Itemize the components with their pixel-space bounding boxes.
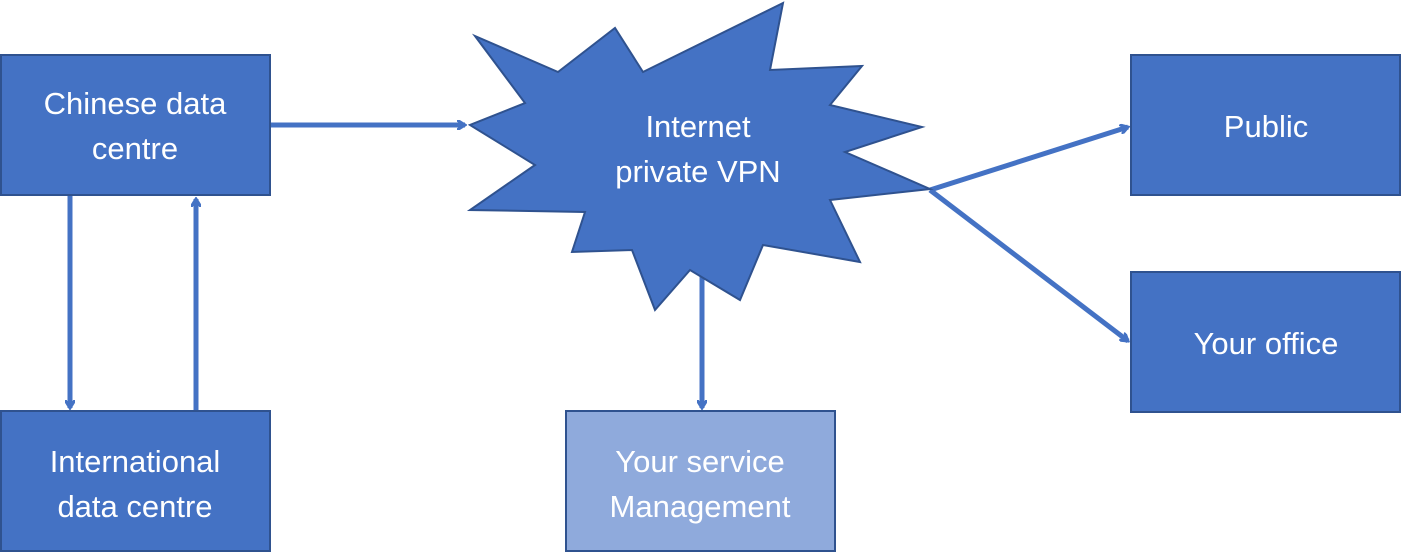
internet-vpn-label-line2: private VPN xyxy=(615,154,780,189)
international-data-centre-label-line2: data centre xyxy=(57,489,212,524)
service-management-label-line2: Management xyxy=(610,489,791,524)
internet-vpn-label-line1: Internet xyxy=(645,109,751,144)
service-management-box: Your service Management xyxy=(565,410,836,552)
arrow-internet-to-office xyxy=(928,188,1128,343)
public-box: Public xyxy=(1130,54,1401,196)
public-label: Public xyxy=(1224,109,1308,144)
international-data-centre-label-line1: International xyxy=(50,444,221,479)
chinese-data-centre-label-line2: centre xyxy=(92,131,178,166)
chinese-data-centre-box: Chinese data centre xyxy=(0,54,271,196)
international-data-centre-box: International data centre xyxy=(0,410,271,552)
internet-vpn-starburst: Internet private VPN xyxy=(466,1,934,312)
arrow-internet-to-public xyxy=(929,127,1128,193)
your-office-box: Your office xyxy=(1130,271,1401,413)
your-office-label: Your office xyxy=(1194,326,1339,361)
chinese-data-centre-label-line1: Chinese data xyxy=(44,86,227,121)
connectors xyxy=(70,125,1128,410)
service-management-label-line1: Your service xyxy=(615,444,784,479)
